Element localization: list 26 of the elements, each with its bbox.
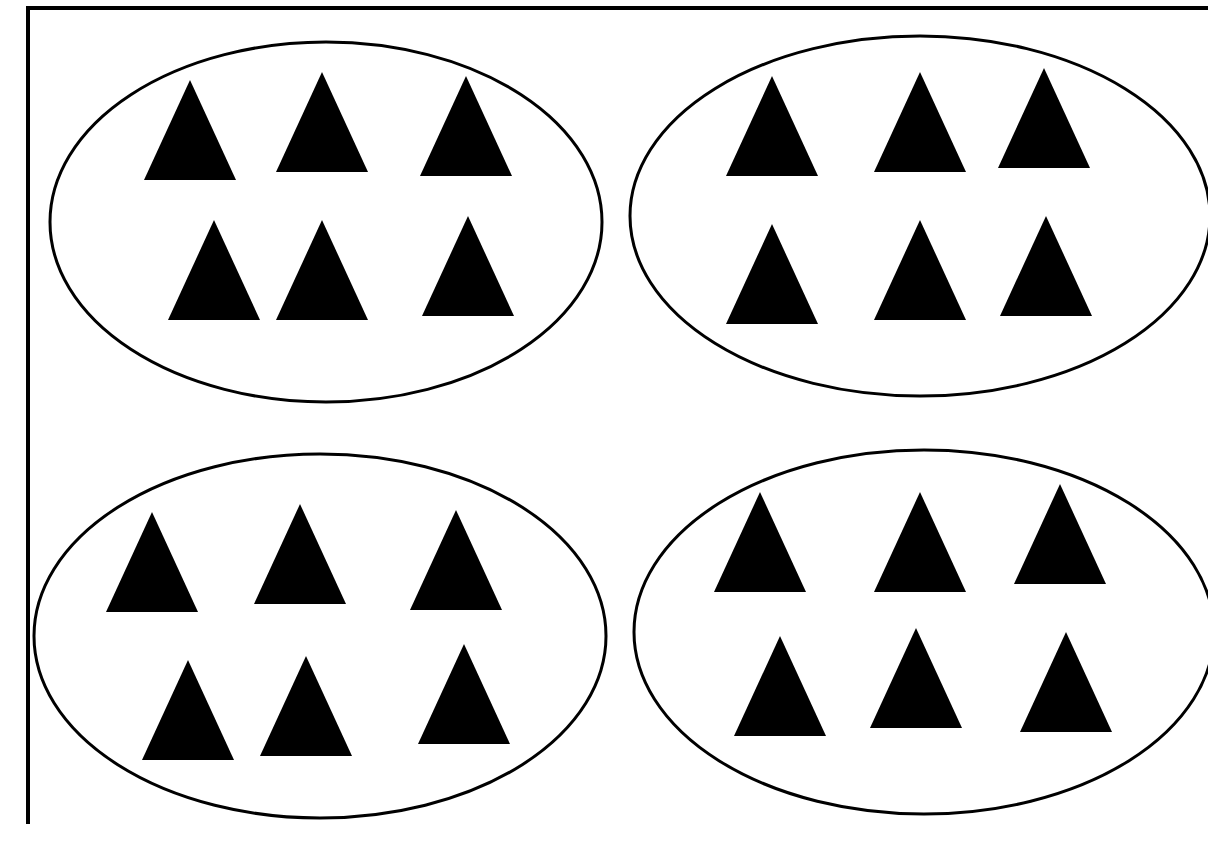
ellipse-shape — [48, 40, 604, 404]
triangle-shape — [142, 660, 234, 760]
triangle-shape — [734, 636, 826, 736]
triangle-shape — [726, 76, 818, 176]
triangle-shape — [276, 72, 368, 172]
ellipse-shape — [32, 452, 608, 820]
triangle-shape — [418, 644, 510, 744]
triangle-shape — [998, 68, 1090, 168]
triangle-shape — [106, 512, 198, 612]
triangle-shape — [410, 510, 502, 610]
triangle-shape — [420, 76, 512, 176]
triangle-shape — [714, 492, 806, 592]
triangle-shape — [1020, 632, 1112, 732]
triangle-shape — [874, 220, 966, 320]
triangle-shape — [276, 220, 368, 320]
triangle-shape — [260, 656, 352, 756]
triangle-shape — [726, 224, 818, 324]
triangle-shape — [144, 80, 236, 180]
triangle-shape — [874, 72, 966, 172]
triangle-shape — [254, 504, 346, 604]
triangle-shape — [870, 628, 962, 728]
triangle-shape — [1014, 484, 1106, 584]
triangle-shape — [1000, 216, 1092, 316]
triangle-shape — [168, 220, 260, 320]
triangle-shape — [422, 216, 514, 316]
triangle-shape — [874, 492, 966, 592]
